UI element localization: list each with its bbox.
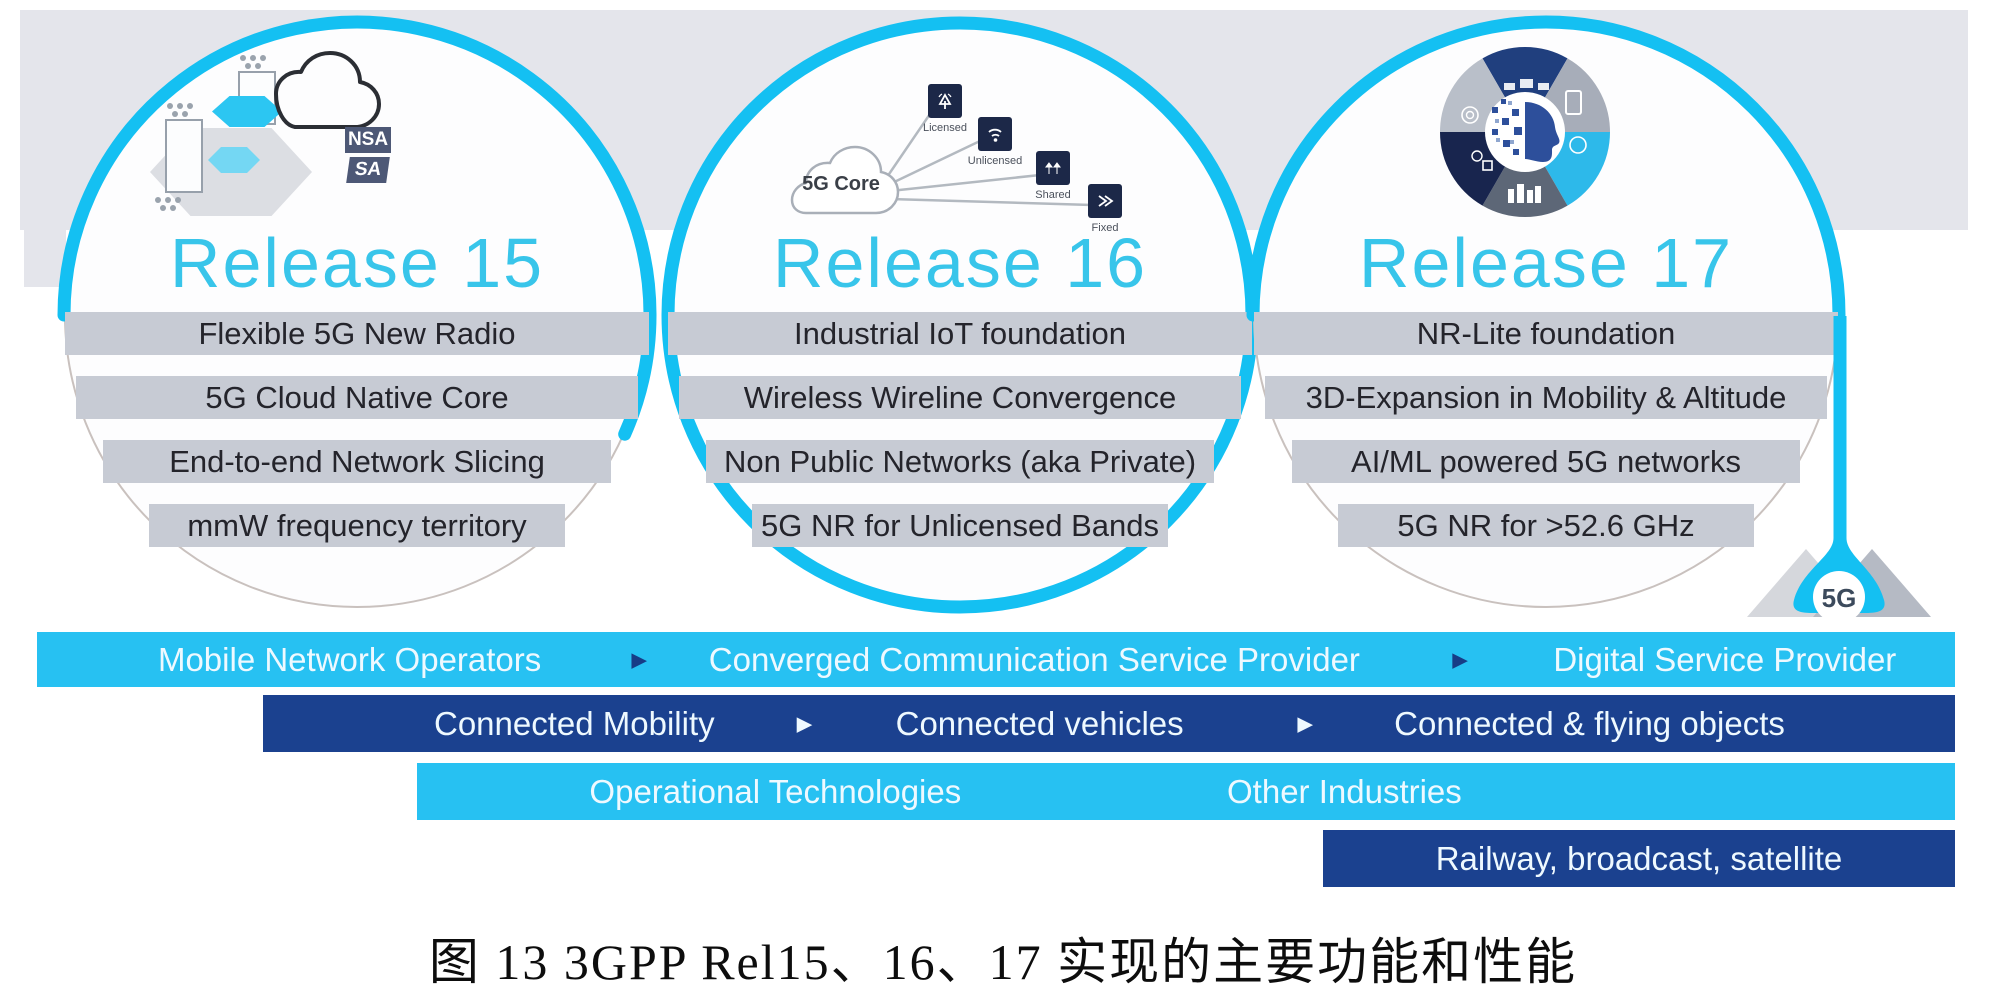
unlicensed-spectrum-icon xyxy=(978,117,1012,151)
arrow-icon: ► xyxy=(626,644,653,674)
shared-spectrum-icon xyxy=(1036,151,1070,185)
industry-bar-railway: Railway, broadcast, satellite xyxy=(1323,830,1955,887)
sa-badge: SA xyxy=(346,157,390,183)
five-g-droplet-label: 5G xyxy=(1821,583,1857,613)
fixed-access-icon xyxy=(1088,184,1122,218)
feature-row: 3D-Expansion in Mobility & Altitude xyxy=(1265,376,1827,419)
release-16-circle: 5G Core Licensed Unlicensed Shared Fixed… xyxy=(660,15,1260,615)
feature-row: End-to-end Network Slicing xyxy=(103,440,611,483)
release-15-circle: NSA SA Release 15 Flexible 5G New Radio … xyxy=(57,15,657,615)
arrow-icon: ► xyxy=(791,708,818,738)
nsa-badge: NSA xyxy=(345,127,391,153)
feature-row: AI/ML powered 5G networks xyxy=(1292,440,1800,483)
licensed-label: Licensed xyxy=(922,122,968,134)
release-17-circle: Release 17 NR-Lite foundation 3D-Expansi… xyxy=(1246,15,1846,615)
ai-pinwheel-icon xyxy=(1440,47,1610,217)
bar-item: Connected vehicles xyxy=(895,704,1184,742)
bar-item: Connected & flying objects xyxy=(1394,704,1785,742)
feature-row: Non Public Networks (aka Private) xyxy=(706,440,1214,483)
feature-row: NR-Lite foundation xyxy=(1254,312,1838,355)
drone-cluster-icon xyxy=(240,55,246,61)
arrow-icon: ► xyxy=(1447,644,1474,674)
feature-row: mmW frequency territory xyxy=(149,504,565,547)
bar-item: Operational Technologies xyxy=(589,772,962,810)
feature-row: 5G Cloud Native Core xyxy=(76,376,638,419)
bar-item: Connected Mobility xyxy=(433,704,715,742)
figure-caption: 图 13 3GPP Rel15、16、17 实现的主要功能和性能 xyxy=(428,934,1578,990)
shared-label: Shared xyxy=(1035,189,1071,201)
industry-bar-technologies: Operational Technologies Other Industrie… xyxy=(417,763,1955,820)
release-16-title: Release 16 xyxy=(772,224,1148,302)
core-cloud-label: 5G Core xyxy=(802,173,880,195)
industry-bar-service-providers: Mobile Network Operators ► Converged Com… xyxy=(37,632,1955,687)
licensed-spectrum-icon xyxy=(928,84,962,118)
unlicensed-label: Unlicensed xyxy=(967,155,1023,167)
release-17-title: Release 17 xyxy=(1358,224,1734,302)
bar-item: Other Industries xyxy=(1227,772,1462,810)
feature-row: Flexible 5G New Radio xyxy=(65,312,649,355)
feature-row: 5G NR for Unlicensed Bands xyxy=(752,504,1168,547)
bar-item: Railway, broadcast, satellite xyxy=(1435,839,1843,877)
bar-item: Digital Service Provider xyxy=(1553,640,1897,678)
cloud-outline-icon xyxy=(274,51,381,129)
feature-row: Wireless Wireline Convergence xyxy=(679,376,1241,419)
industry-bar-connected: Connected Mobility ► Connected vehicles … xyxy=(263,695,1955,752)
feature-row: 5G NR for >52.6 GHz xyxy=(1338,504,1754,547)
drone-cluster-icon xyxy=(155,197,161,203)
feature-row: Industrial IoT foundation xyxy=(668,312,1252,355)
cell-tower-icon xyxy=(165,119,203,193)
fixed-label: Fixed xyxy=(1091,222,1119,234)
drone-cluster-icon xyxy=(167,103,173,109)
release-15-title: Release 15 xyxy=(169,224,545,302)
bar-item: Mobile Network Operators xyxy=(157,640,542,678)
light-cyan-hexagon-icon xyxy=(208,147,260,173)
top-gray-band-left-tab xyxy=(24,230,66,287)
bar-item: Converged Communication Service Provider xyxy=(708,640,1360,678)
arrow-icon: ► xyxy=(1292,708,1319,738)
